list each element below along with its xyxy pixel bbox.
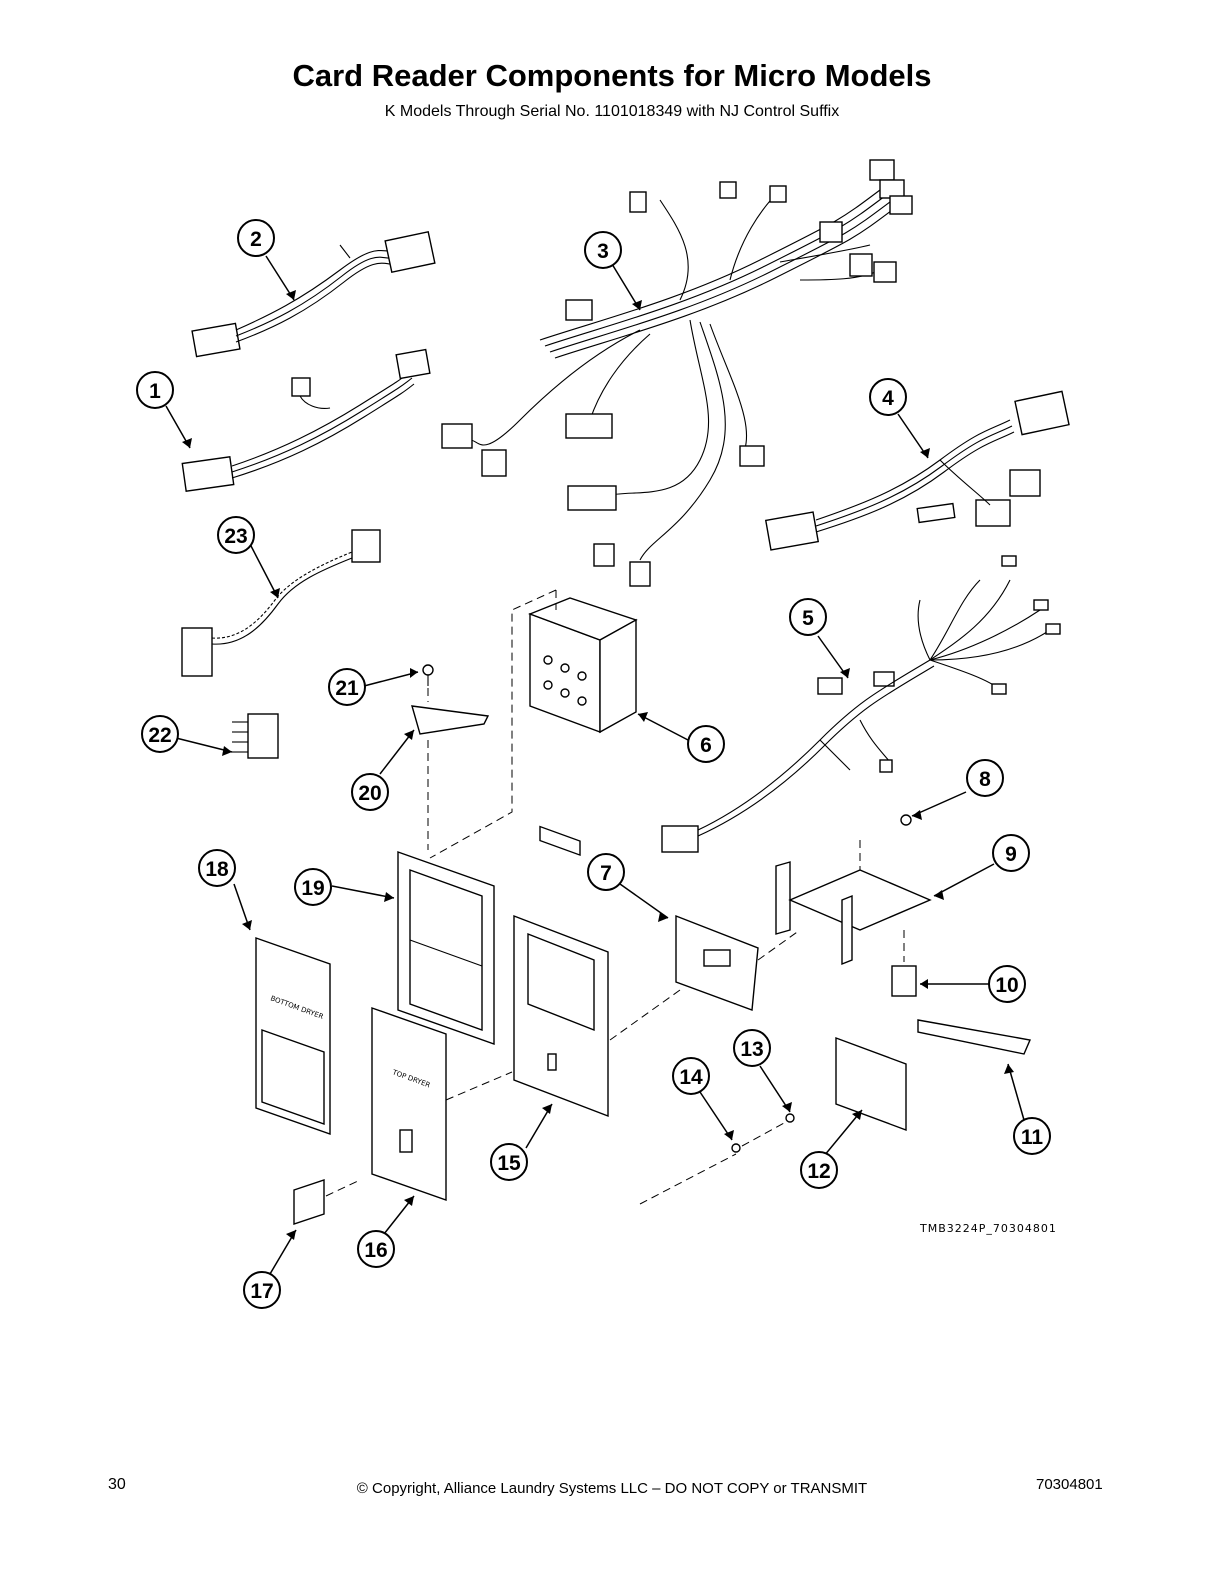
page-subtitle: K Models Through Serial No. 1101018349 w… (384, 103, 840, 120)
drawing-id: TMB3224P_70304801 (920, 1222, 1057, 1235)
harness-part-2 (191, 230, 436, 358)
screw-part-21 (422, 664, 434, 686)
rocker-switch-part-17 (293, 1179, 325, 1225)
svg-text:11: 11 (1021, 1126, 1044, 1149)
callout-1: 1 (136, 371, 174, 409)
fastener-part-14 (731, 1143, 741, 1153)
callout-6: 6 (687, 725, 725, 763)
harness-part-1 (181, 348, 431, 492)
callout-16: 16 (357, 1230, 395, 1268)
svg-text:15: 15 (497, 1152, 521, 1175)
copyright-notice: © Copyright, Alliance Laundry Systems LL… (356, 1480, 868, 1497)
svg-text:18: 18 (205, 858, 229, 881)
bracket-part-9 (775, 861, 932, 966)
svg-text:12: 12 (807, 1160, 830, 1183)
svg-text:22: 22 (148, 724, 171, 747)
svg-text:16: 16 (364, 1239, 387, 1262)
svg-text:20: 20 (358, 782, 381, 805)
bracket-frame-part-19 (397, 851, 495, 1045)
callout-19: 19 (294, 868, 332, 906)
svg-text:8: 8 (979, 768, 991, 791)
strap-part-11 (917, 1019, 1031, 1055)
svg-text:9: 9 (1005, 843, 1017, 866)
overlay-part-18: BOTTOM DRYER (255, 937, 331, 1135)
switch-part-10 (891, 965, 917, 997)
nut-part-8 (900, 814, 912, 826)
svg-text:21: 21 (335, 677, 359, 700)
svg-text:23: 23 (224, 525, 247, 548)
harness-part-5 (661, 555, 1061, 853)
svg-text:13: 13 (740, 1038, 763, 1061)
callout-20: 20 (351, 773, 389, 811)
control-board-part-6 (528, 597, 638, 857)
svg-text:14: 14 (679, 1066, 703, 1089)
callout-arrowheads (182, 290, 1014, 1240)
svg-text:17: 17 (250, 1280, 273, 1303)
callout-8: 8 (966, 759, 1004, 797)
callout-10: 10 (988, 965, 1026, 1003)
switch-part-22 (232, 713, 279, 759)
harness-part-3 (441, 159, 913, 587)
callout-5: 5 (789, 598, 827, 636)
callout-12: 12 (800, 1151, 838, 1189)
callout-3: 3 (584, 231, 622, 269)
mount-plate-part-7 (675, 914, 759, 1011)
callout-9: 9 (992, 834, 1030, 872)
document-number: 70304801 (1036, 1476, 1103, 1493)
callout-23: 23 (217, 516, 255, 554)
fastener-part-13 (785, 1113, 795, 1123)
svg-text:1: 1 (149, 380, 161, 403)
callout-2: 2 (237, 219, 275, 257)
svg-text:6: 6 (700, 734, 712, 757)
svg-text:7: 7 (600, 862, 612, 885)
callout-4: 4 (869, 378, 907, 416)
svg-text:4: 4 (882, 387, 894, 410)
page-title: Card Reader Components for Micro Models (292, 58, 932, 93)
callout-7: 7 (587, 853, 625, 891)
svg-text:19: 19 (301, 877, 324, 900)
overlay-part-16: TOP DRYER (371, 1007, 447, 1201)
callout-22: 22 (141, 715, 179, 753)
svg-text:2: 2 (250, 228, 262, 251)
page-number: 30 (108, 1476, 126, 1493)
bracket-plate-part-15 (513, 914, 609, 1118)
svg-text:5: 5 (802, 607, 814, 630)
svg-text:3: 3 (597, 240, 609, 263)
bracket-part-12 (835, 1036, 907, 1132)
callout-14: 14 (672, 1057, 710, 1095)
callout-21: 21 (328, 668, 366, 706)
callout-leaders (165, 255, 1025, 1275)
callout-17: 17 (243, 1271, 281, 1309)
svg-text:10: 10 (995, 974, 1018, 997)
callout-18: 18 (198, 849, 236, 887)
callout-15: 15 (490, 1143, 528, 1181)
plate-part-20 (411, 705, 490, 735)
harness-part-23 (181, 529, 381, 677)
callout-11: 11 (1013, 1117, 1051, 1155)
harness-part-4 (764, 390, 1070, 551)
callout-13: 13 (733, 1029, 771, 1067)
